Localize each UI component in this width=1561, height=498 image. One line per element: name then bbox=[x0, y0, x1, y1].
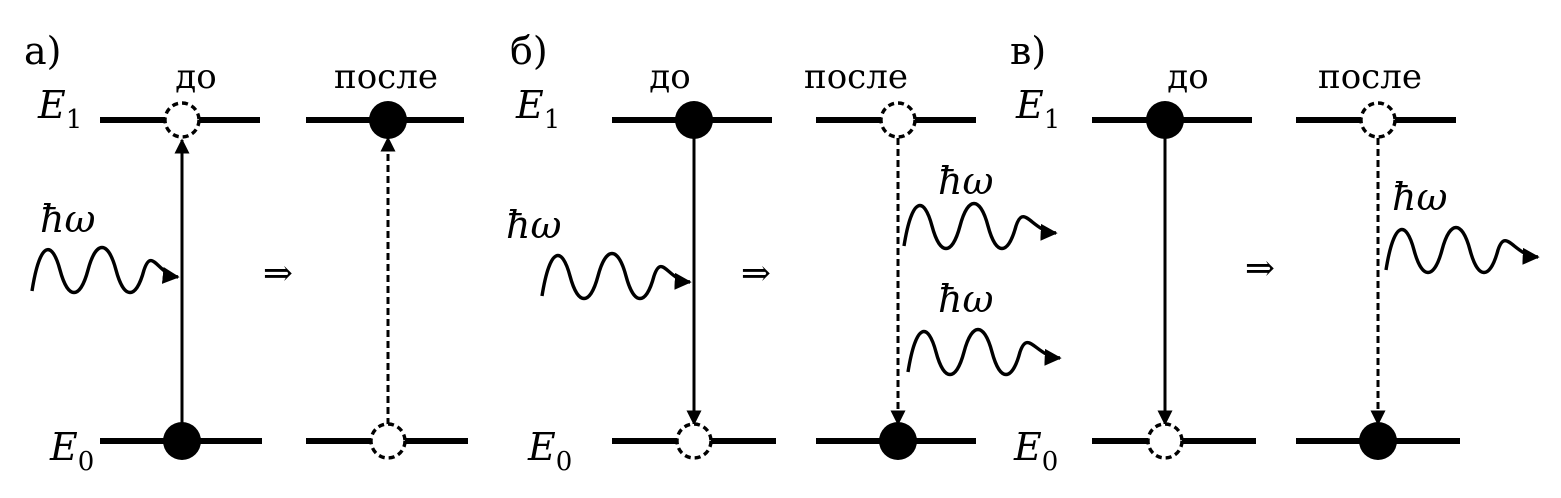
panel-b-after-lower-electron bbox=[879, 422, 917, 460]
panel-b-outgoing-photon-1-label: ħω bbox=[938, 159, 993, 203]
panel-a-then-arrow: ⇒ bbox=[263, 253, 293, 294]
panel-c-after-label: после bbox=[1318, 57, 1422, 97]
panel-c-after-lower-electron bbox=[1359, 422, 1397, 460]
panel-b-e1-label: E1 bbox=[515, 83, 560, 135]
panel-b-after-upper-vacancy bbox=[879, 101, 917, 139]
panel-a-after-upper-electron bbox=[369, 101, 407, 139]
panel-c-after-upper-vacancy bbox=[1359, 101, 1397, 139]
panel-b-outgoing-photon-2-label: ħω bbox=[938, 277, 993, 321]
panel-c-then-arrow: ⇒ bbox=[1245, 248, 1275, 289]
panel-a-incoming-photon-wave bbox=[30, 246, 180, 294]
panel-c-outgoing-photon-wave bbox=[1384, 226, 1540, 274]
panel-a: а) до после E1 E0 ħω ⇒ bbox=[24, 29, 468, 477]
panel-c-outgoing-photon-label: ħω bbox=[1392, 175, 1447, 219]
panel-b-after-label: после bbox=[804, 57, 908, 97]
panel-c-e1-label: E1 bbox=[1015, 83, 1060, 135]
panel-b-before-label: до bbox=[649, 57, 690, 97]
panel-b-e0-label: E0 bbox=[527, 425, 572, 477]
panel-b-outgoing-photon-1-wave bbox=[902, 202, 1058, 250]
panel-a-photon-label: ħω bbox=[40, 197, 95, 241]
panel-b-then-arrow: ⇒ bbox=[741, 253, 771, 294]
panel-b-before-upper-electron bbox=[675, 101, 713, 139]
panel-c-before-lower-vacancy bbox=[1146, 422, 1184, 460]
panel-b-photon-label: ħω bbox=[506, 203, 561, 247]
panel-a-e0-label: E0 bbox=[49, 425, 94, 477]
panel-a-label: а) bbox=[24, 29, 61, 73]
panel-b-label: б) bbox=[510, 29, 548, 73]
panel-b-before-lower-vacancy bbox=[675, 422, 713, 460]
panel-c-e0-label: E0 bbox=[1013, 425, 1058, 477]
panel-a-before-label: до bbox=[175, 57, 216, 97]
panel-a-e1-label: E1 bbox=[37, 83, 82, 135]
panel-c-before-label: до bbox=[1167, 57, 1208, 97]
panel-b-incoming-photon-wave bbox=[540, 252, 692, 300]
panel-a-after-label: после bbox=[334, 57, 438, 97]
panel-c: в) до после E1 E0 ⇒ ħω bbox=[1010, 29, 1540, 477]
panel-a-before-upper-vacancy bbox=[163, 101, 201, 139]
panel-a-after-lower-vacancy bbox=[369, 422, 407, 460]
panel-b: б) до после E1 E0 ħω ⇒ ħω ħω bbox=[506, 29, 1062, 477]
panel-c-label: в) bbox=[1010, 29, 1046, 73]
panel-b-outgoing-photon-2-wave bbox=[906, 328, 1062, 376]
panel-a-before-lower-electron bbox=[163, 422, 201, 460]
panel-c-before-upper-electron bbox=[1146, 101, 1184, 139]
